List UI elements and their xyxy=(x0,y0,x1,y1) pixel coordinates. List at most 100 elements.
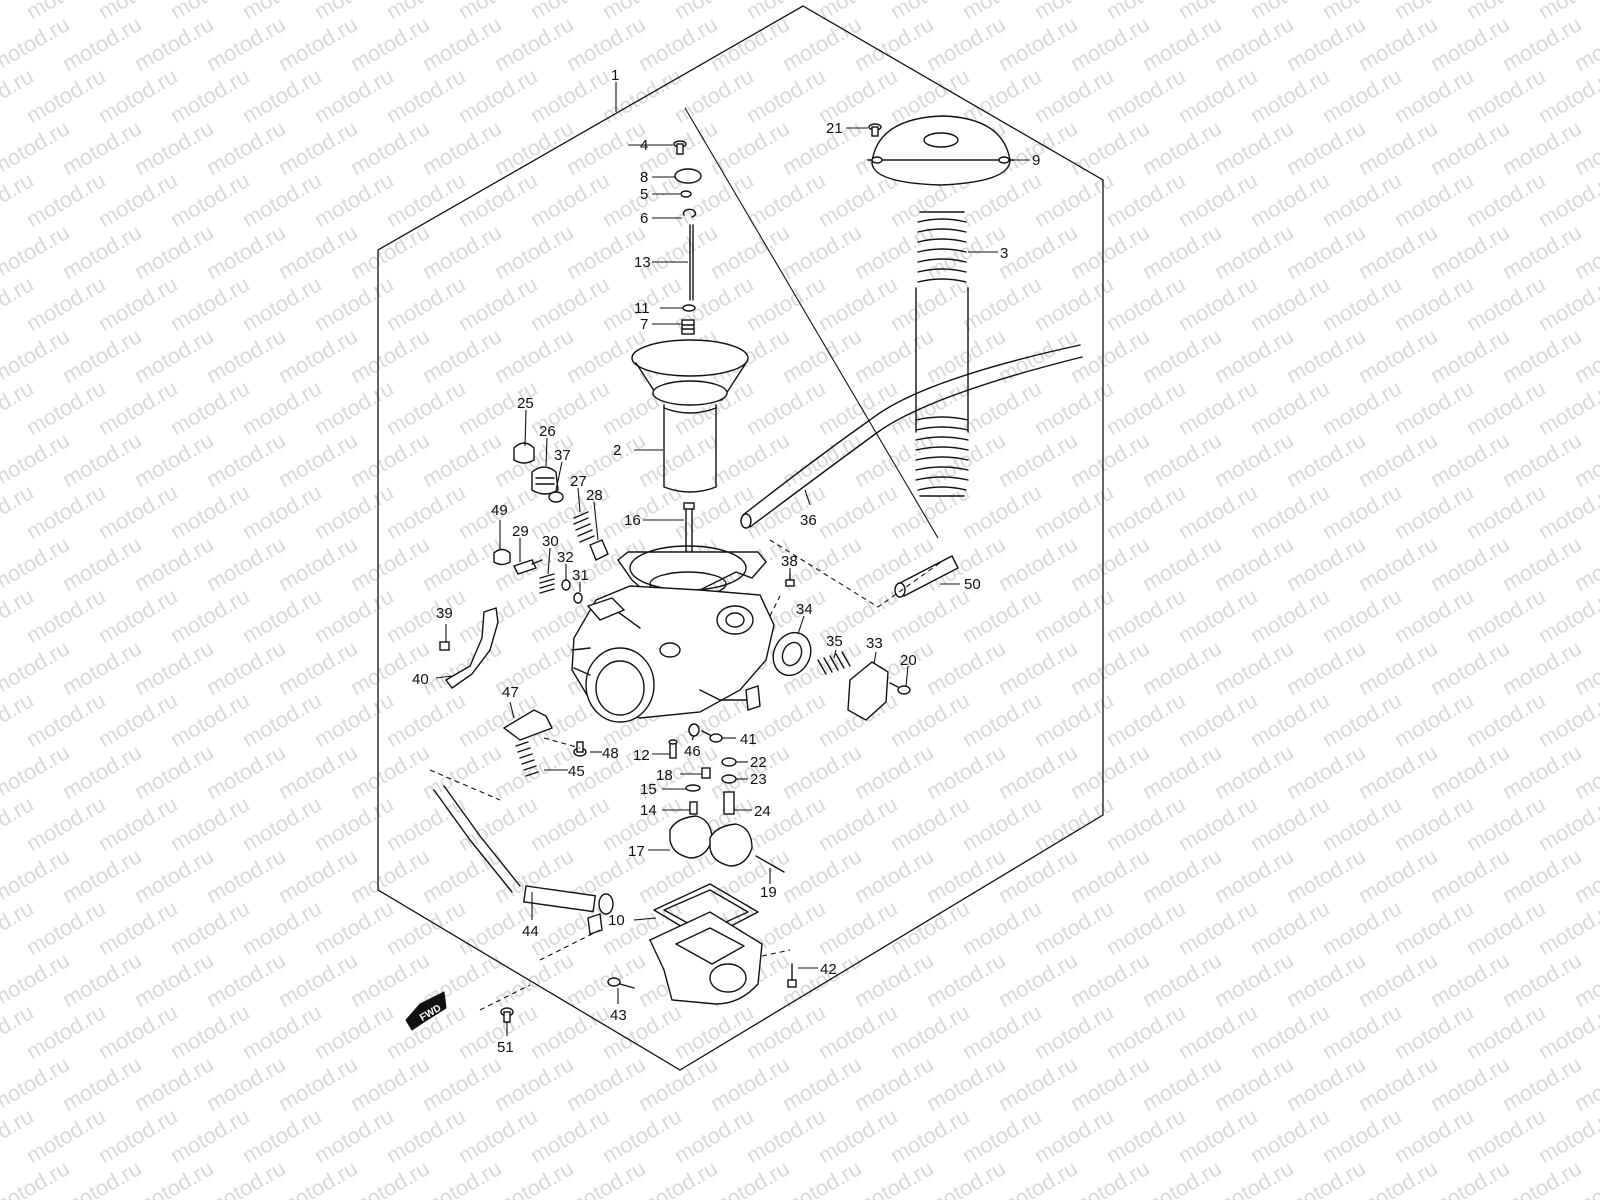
watermark-text: motod.ru xyxy=(1138,219,1226,284)
spring-3-icon xyxy=(915,211,969,497)
watermark-text: motod.ru xyxy=(1390,167,1478,232)
watermark-text: motod.ru xyxy=(1210,115,1298,180)
watermark-text: motod.ru xyxy=(1102,895,1190,960)
watermark-text: motod.ru xyxy=(994,323,1082,388)
watermark-text: motod.ru xyxy=(1498,947,1586,1012)
watermark-text: motod.ru xyxy=(130,947,218,1012)
watermark-text: motod.ru xyxy=(238,895,326,960)
o-ring-46-icon xyxy=(688,723,700,737)
watermark-text: motod.ru xyxy=(346,1051,434,1116)
watermark-text: motod.ru xyxy=(526,167,614,232)
watermark-text: motod.ru xyxy=(994,1051,1082,1116)
watermark-text: motod.ru xyxy=(1138,531,1226,596)
watermark-text: motod.ru xyxy=(1498,531,1586,596)
watermark-text: motod.ru xyxy=(1354,947,1442,1012)
watermark-text: motod.ru xyxy=(1354,11,1442,76)
watermark-text: motod.ru xyxy=(1030,479,1118,544)
watermark-text: motod.ru xyxy=(130,739,218,804)
piston-diaphragm-2-icon xyxy=(631,339,749,493)
part-label-6: 6 xyxy=(640,210,648,227)
watermark-text: motod.ru xyxy=(490,115,578,180)
watermark-text: motod.ru xyxy=(1138,635,1226,700)
watermark-text: motod.ru xyxy=(382,271,470,336)
watermark-text: motod.ru xyxy=(1246,687,1334,752)
watermark-text: motod.ru xyxy=(274,843,362,908)
part-label-19: 19 xyxy=(760,884,777,901)
watermark-text: motod.ru xyxy=(742,375,830,440)
part-label-28: 28 xyxy=(586,487,603,504)
watermark-text: motod.ru xyxy=(526,63,614,128)
watermark-text: motod.ru xyxy=(94,895,182,960)
watermark-text: motod.ru xyxy=(418,843,506,908)
watermark-text: motod.ru xyxy=(1354,219,1442,284)
watermark-text: motod.ru xyxy=(1282,531,1370,596)
watermark-text: motod.ru xyxy=(94,479,182,544)
watermark-text: motod.ru xyxy=(1102,791,1190,856)
hose-36-icon xyxy=(740,344,1083,529)
watermark-text: motod.ru xyxy=(310,1103,398,1168)
watermark-text: motod.ru xyxy=(238,375,326,440)
watermark-text: motod.ru xyxy=(1246,167,1334,232)
watermark-text: motod.ru xyxy=(58,1051,146,1116)
watermark-text: motod.ru xyxy=(274,323,362,388)
watermark-text: motod.ru xyxy=(958,999,1046,1064)
watermark-text: motod.ru xyxy=(1030,583,1118,648)
watermark-text: motod.ru xyxy=(382,583,470,648)
watermark-text: motod.ru xyxy=(886,999,974,1064)
watermark-text: motod.ru xyxy=(1318,375,1406,440)
watermark-text: motod.ru xyxy=(310,999,398,1064)
watermark-text: motod.ru xyxy=(742,791,830,856)
part-label-10: 10 xyxy=(608,912,625,929)
part-label-49: 49 xyxy=(491,502,508,519)
watermark-text: motod.ru xyxy=(1246,1103,1334,1168)
watermark-text: motod.ru xyxy=(1390,791,1478,856)
watermark-text: motod.ru xyxy=(634,219,722,284)
watermark-text: motod.ru xyxy=(94,63,182,128)
watermark-text: motod.ru xyxy=(1174,999,1262,1064)
watermark-text: motod.ru xyxy=(1390,271,1478,336)
part-label-47: 47 xyxy=(502,684,519,701)
watermark-text: motod.ru xyxy=(166,167,254,232)
watermark-text: motod.ru xyxy=(274,219,362,284)
watermark-text: motod.ru xyxy=(1354,1051,1442,1116)
watermark-text: motod.ru xyxy=(94,999,182,1064)
watermark-text: motod.ru xyxy=(886,687,974,752)
watermark-text: motod.ru xyxy=(706,427,794,492)
watermark-text: motod.ru xyxy=(418,531,506,596)
watermark-text: motod.ru xyxy=(1498,843,1586,908)
watermark-text: motod.ru xyxy=(1354,843,1442,908)
watermark-text: motod.ru xyxy=(418,219,506,284)
watermark-text: motod.ru xyxy=(1138,947,1226,1012)
watermark-text: motod.ru xyxy=(58,843,146,908)
watermark-text: motod.ru xyxy=(382,687,470,752)
jet-16-icon xyxy=(683,502,695,556)
plate-8-icon xyxy=(674,168,702,184)
watermark-text: motod.ru xyxy=(778,739,866,804)
cap-49-icon xyxy=(493,548,511,566)
watermark-text: motod.ru xyxy=(1138,843,1226,908)
watermark-text: motod.ru xyxy=(310,479,398,544)
watermark-text: motod.ru xyxy=(166,791,254,856)
watermark-text: motod.ru xyxy=(346,531,434,596)
watermark-text: motod.ru xyxy=(1426,11,1514,76)
part-label-2: 2 xyxy=(613,442,621,459)
watermark-text: motod.ru xyxy=(346,115,434,180)
watermark-text: motod.ru xyxy=(490,947,578,1012)
watermark-text: motod.ru xyxy=(1462,583,1550,648)
watermark-text: motod.ru xyxy=(274,115,362,180)
watermark-text: motod.ru xyxy=(418,115,506,180)
part-label-1: 1 xyxy=(611,67,619,84)
watermark-text: motod.ru xyxy=(778,115,866,180)
part-label-8: 8 xyxy=(640,169,648,186)
part-label-18: 18 xyxy=(656,767,673,784)
throttle-cable-44-icon xyxy=(433,785,614,935)
watermark-text: motod.ru xyxy=(634,427,722,492)
watermark-text: motod.ru xyxy=(814,1103,902,1168)
screw-42-icon xyxy=(787,963,797,988)
watermark-text: motod.ru xyxy=(490,11,578,76)
watermark-text: motod.ru xyxy=(22,271,110,336)
watermark-text: motod.ru xyxy=(202,219,290,284)
watermark-text: motod.ru xyxy=(958,1103,1046,1168)
watermark-text: motod.ru xyxy=(1390,1103,1478,1168)
watermark-text: motod.ru xyxy=(886,791,974,856)
